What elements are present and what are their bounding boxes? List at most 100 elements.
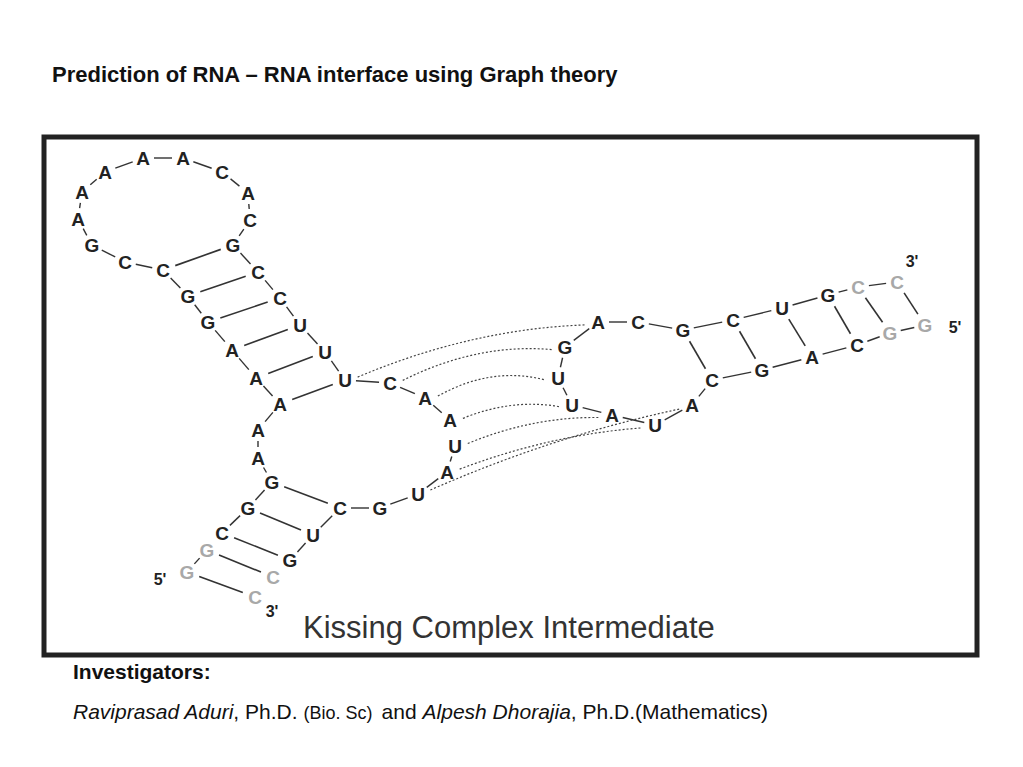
base-pair [268, 357, 313, 374]
nucleotide: G [821, 286, 836, 305]
nucleotide: C [215, 163, 229, 182]
backbone-link [583, 408, 602, 413]
nucleotide: C [251, 263, 265, 282]
nucleotide: C [266, 568, 280, 587]
base-pair [200, 276, 245, 292]
backbone-link [649, 324, 672, 328]
nucleotide: A [176, 149, 190, 168]
nucleotide: A [443, 411, 457, 430]
nucleotide: C [118, 253, 132, 272]
nucleotide: C [850, 336, 864, 355]
nucleotide: C [243, 211, 257, 230]
backbone-link [699, 389, 705, 397]
backbone-link [248, 204, 250, 209]
figure-frame [44, 137, 977, 655]
nucleotide: A [251, 449, 265, 468]
nucleotide: U [648, 416, 662, 435]
backbone-link [83, 229, 87, 236]
backbone-link [115, 162, 132, 168]
backbone-link [773, 360, 802, 367]
backbone-link [390, 498, 407, 504]
nucleotide: U [448, 437, 462, 456]
backbone-link [321, 516, 332, 527]
base-pair [220, 302, 267, 318]
nucleotide: C [890, 273, 904, 292]
nucleotide: G [241, 499, 256, 518]
nucleotide: G [200, 541, 215, 560]
nucleotide: C [383, 374, 397, 393]
kissing-interaction [438, 376, 545, 397]
backbone-link [560, 358, 562, 368]
rna-bonds [80, 158, 918, 593]
nucleotide: C [726, 311, 740, 330]
nucleotide: C [248, 588, 262, 607]
nucleotide: G [918, 316, 933, 335]
nucleotide: G [373, 499, 388, 518]
nucleotide: G [180, 563, 195, 582]
nucleotide: U [338, 371, 352, 390]
nucleotide: A [591, 313, 605, 332]
investigator-text: , Ph.D.(Mathematics) [571, 700, 768, 723]
backbone-link [823, 348, 847, 354]
nucleotide: C [156, 261, 170, 280]
nucleotide: A [418, 389, 432, 408]
backbone-link [623, 417, 645, 422]
backbone-link [574, 329, 589, 341]
backbone-link [265, 280, 273, 289]
backbone-link [79, 203, 81, 208]
nucleotide: A [685, 396, 699, 415]
base-pair [219, 555, 261, 572]
nucleotide: G [201, 313, 216, 332]
base-pair [835, 306, 851, 334]
investigator-text: Alpesh Dhorajia [423, 700, 571, 723]
nucleotide: C [705, 371, 719, 390]
backbone-link [400, 387, 415, 393]
investigators-line: Raviprasad Aduri, Ph.D.(Bio. Sc)andAlpes… [73, 700, 768, 724]
nucleotide: G [226, 236, 241, 255]
strand-end: 3' [266, 604, 279, 620]
nucleotide: G [181, 287, 196, 306]
backbone-link [723, 372, 751, 378]
nucleotide: C [631, 313, 645, 332]
nucleotide: A [136, 149, 150, 168]
nucleotide: A [440, 463, 454, 482]
backbone-link [136, 264, 152, 267]
backbone-link [307, 333, 317, 344]
backbone-link [90, 179, 96, 185]
strand-end: 5' [154, 572, 167, 588]
nucleotide: G [265, 473, 280, 492]
backbone-link [265, 412, 273, 421]
investigators-heading: Investigators: [73, 660, 211, 684]
kissing-interaction [460, 428, 643, 469]
kissing-interaction [468, 417, 599, 443]
backbone-link [744, 311, 772, 318]
nucleotide: G [558, 338, 573, 357]
backbone-link [193, 162, 211, 169]
nucleotide: A [98, 163, 112, 182]
nucleotide: U [551, 369, 565, 388]
slide-title: Prediction of RNA – RNA interface using … [52, 62, 618, 88]
nucleotide: C [273, 289, 287, 308]
kissing-interaction [430, 409, 679, 490]
backbone-link [194, 558, 199, 564]
backbone-link [240, 253, 250, 264]
backbone-link [694, 322, 722, 328]
base-pair [244, 329, 288, 345]
base-pair [199, 576, 243, 592]
backbone-link [287, 307, 294, 316]
nucleotide: A [249, 369, 263, 388]
nucleotide: G [883, 324, 898, 343]
kissing-interaction [403, 349, 553, 381]
nucleotide: A [241, 184, 255, 203]
backbone-link [263, 386, 272, 396]
nucleotide: U [318, 343, 332, 362]
base-pair [865, 298, 882, 323]
backbone-link [231, 179, 240, 186]
nucleotide: A [805, 348, 819, 367]
backbone-link [154, 157, 172, 158]
backbone-link [793, 298, 818, 305]
nucleotide: A [225, 341, 239, 360]
base-pair [284, 487, 328, 504]
backbone-link [239, 358, 249, 369]
